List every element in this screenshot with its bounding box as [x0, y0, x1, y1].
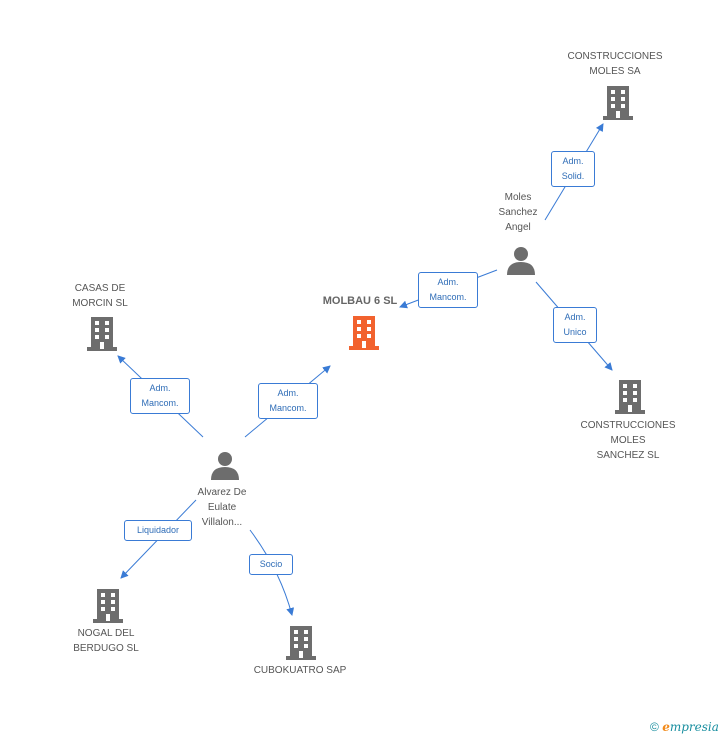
person-icon [507, 247, 535, 275]
node-label-line: CONSTRUCCIONES [567, 51, 663, 62]
edge-label-adm-unico[interactable]: Adm. Unico [553, 307, 597, 343]
footer-brand: © empresia [650, 720, 719, 734]
building-icon [603, 86, 633, 120]
node-label-line: SANCHEZ SL [596, 450, 660, 461]
copyright-symbol: © [650, 720, 659, 734]
node-molbau-6-sl[interactable]: MOLBAU 6 SL [322, 295, 398, 307]
node-construcciones-moles-sa[interactable]: CONSTRUCCIONES MOLES SA [555, 49, 675, 79]
building-icon [615, 380, 645, 414]
brand-name: mpresia [669, 720, 719, 734]
edge-label-adm-mancom-moles[interactable]: Adm. Mancom. [418, 272, 478, 308]
building-icon [349, 316, 379, 350]
building-icon [286, 626, 316, 660]
node-label-line: NOGAL DEL [77, 628, 135, 639]
edge-label-adm-solid[interactable]: Adm. Solid. [551, 151, 595, 187]
edge-label-line: Adm. [437, 277, 459, 287]
building-icon [93, 589, 123, 623]
node-label-line: Sanchez [498, 207, 538, 218]
node-label-line: Alvarez De [197, 487, 247, 498]
node-label-line: CASAS DE [74, 283, 126, 294]
node-label-line: MOLES [610, 435, 646, 446]
node-label-line: Villalon... [201, 517, 243, 528]
person-icon [211, 452, 239, 480]
edge-label-adm-mancom-alvarez[interactable]: Adm. Mancom. [258, 383, 318, 419]
node-label-line: Moles [504, 192, 532, 203]
edge-label-line: Mancom. [429, 292, 467, 302]
node-alvarez-de-eulate[interactable]: Alvarez De Eulate Villalon... [180, 485, 264, 530]
building-icon [87, 317, 117, 351]
node-label-line: MORCIN SL [72, 298, 128, 309]
edge-label-line: Unico [563, 327, 587, 337]
node-casas-de-morcin[interactable]: CASAS DE MORCIN SL [50, 281, 150, 311]
edge-label-adm-mancom-casas[interactable]: Adm. Mancom. [130, 378, 190, 414]
edge-label-liquidador[interactable]: Liquidador [124, 520, 192, 541]
edge-label-line: Mancom. [269, 403, 307, 413]
node-cubokuatro-sap[interactable]: CUBOKUATRO SAP [253, 665, 347, 676]
edge-label-line: Mancom. [141, 398, 179, 408]
brand-e-logo: e [662, 720, 670, 734]
node-nogal-del-berdugo[interactable]: NOGAL DEL BERDUGO SL [56, 626, 156, 656]
node-label-line: Angel [505, 222, 531, 233]
node-moles-sanchez-angel[interactable]: Moles Sanchez Angel [478, 190, 558, 235]
edge-label-line: Solid. [561, 171, 585, 181]
edge-label-line: Adm. [149, 383, 171, 393]
edge-label-line: Adm. [562, 156, 584, 166]
node-construcciones-moles-sanchez[interactable]: CONSTRUCCIONES MOLES SANCHEZ SL [568, 418, 688, 463]
edge-label-socio[interactable]: Socio [249, 554, 293, 575]
node-label-line: CONSTRUCCIONES [580, 420, 676, 431]
node-label-line: Eulate [207, 502, 237, 513]
edge-label-line: Adm. [564, 312, 586, 322]
node-label-line: BERDUGO SL [73, 643, 139, 654]
node-label-line: MOLES SA [589, 66, 641, 77]
edge-label-line: Adm. [277, 388, 299, 398]
